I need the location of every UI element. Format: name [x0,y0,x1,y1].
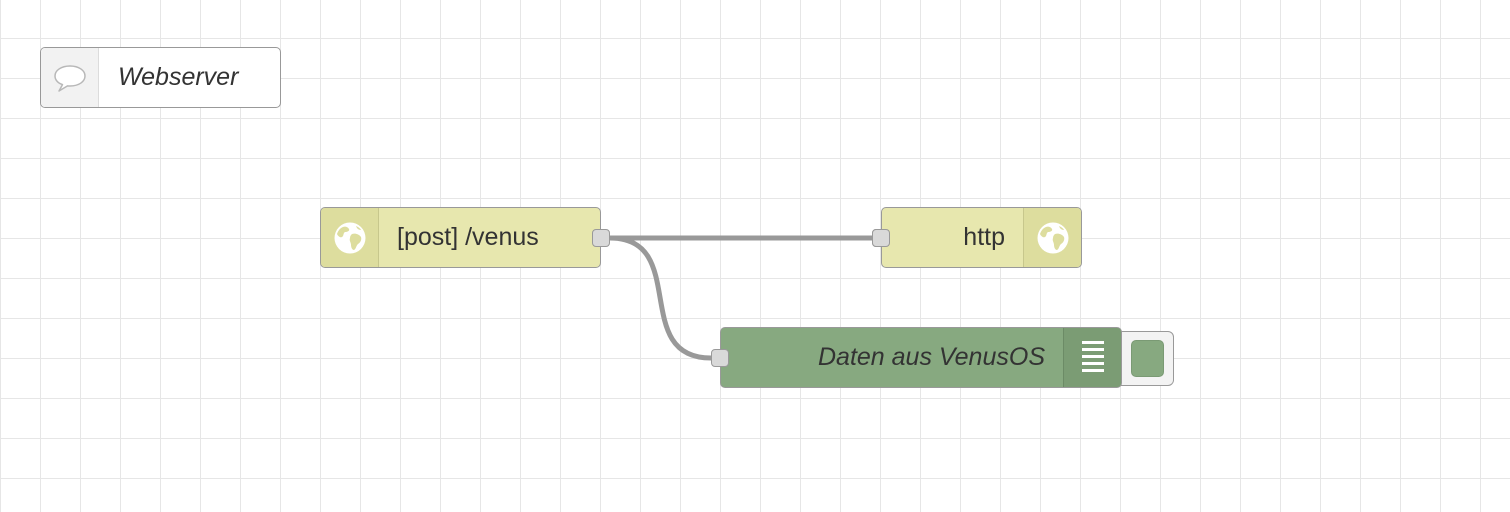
comment-icon [53,64,86,92]
http-in-icon-box [321,208,379,267]
http-response-icon-box [1023,208,1081,267]
comment-node[interactable]: Webserver [40,47,281,108]
debug-node[interactable]: Daten aus VenusOS [720,327,1122,388]
http-response-node[interactable]: http [881,207,1082,268]
http-in-output-port[interactable] [592,229,610,247]
http-response-label: http [963,223,1005,251]
comment-label: Webserver [118,63,239,91]
globe-icon [1037,222,1068,253]
debug-toggle-indicator [1131,340,1164,377]
wire-http-in-to-debug[interactable] [607,235,714,361]
comment-icon-box [41,48,99,107]
http-in-label: [post] /venus [397,223,539,251]
debug-icon-box [1063,328,1121,387]
http-in-node[interactable]: [post] /venus [320,207,601,268]
debug-list-icon [1081,340,1104,372]
debug-label: Daten aus VenusOS [818,343,1045,371]
http-response-input-port-overlay[interactable] [872,229,890,247]
debug-input-port[interactable] [711,349,729,367]
globe-icon [334,222,365,253]
